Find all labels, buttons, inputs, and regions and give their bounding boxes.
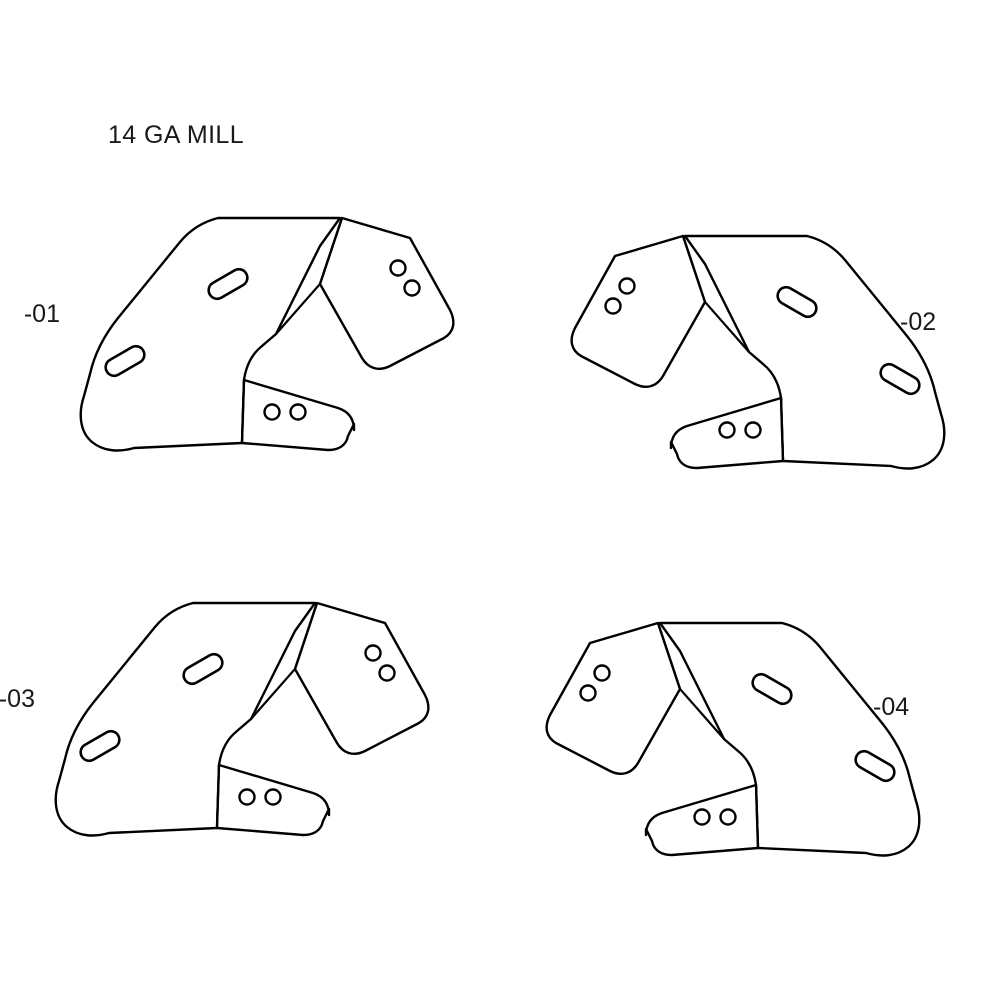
part-03-group[interactable]: -03 — [0, 601, 430, 837]
part-04-top-tab-hole-1 — [593, 664, 611, 682]
part-03-top-tab-outline — [293, 601, 430, 755]
part-01-top-tab-outline — [318, 216, 455, 370]
part-04-slot-lower — [854, 749, 896, 783]
part-02-bottom-tab-hole-2 — [718, 421, 736, 439]
part-02-top-tab-hole-1 — [618, 277, 636, 295]
part-04-bottom-tab-hole-2 — [693, 808, 711, 826]
part-03-top-bend-line — [249, 601, 319, 721]
part-04-top-tab-outline — [545, 621, 682, 775]
part-03-bottom-tab-hole-2 — [264, 788, 282, 806]
part-02-top-tab-outline — [570, 234, 707, 388]
part-03-bottom-tab-hole-1 — [238, 788, 256, 806]
part-02-group[interactable] — [570, 234, 946, 470]
part-01-top-tab-hole-1 — [389, 259, 407, 277]
part-01-bottom-tab-hole-1 — [263, 403, 281, 421]
part-03-slot-lower — [79, 729, 121, 763]
part-03-top-tab-hole-2 — [378, 664, 396, 682]
part-01-bottom-bend-line — [240, 378, 246, 445]
part-04-group[interactable] — [545, 621, 921, 857]
part-02-bottom-bend-line — [779, 396, 785, 463]
part-03-bottom-bend-line — [215, 763, 221, 830]
part-03-label: -03 — [0, 685, 35, 713]
part-03-slot-upper — [182, 652, 224, 686]
part-04-bottom-bend-line — [754, 783, 760, 850]
part-01-label: -01 — [24, 300, 60, 328]
part-02-slot-upper — [776, 285, 818, 319]
part-01-slot-upper — [207, 267, 249, 301]
part-02-body-outline — [683, 234, 946, 470]
part-01-top-bend-line — [274, 216, 344, 336]
part-04-slot-upper — [751, 672, 793, 706]
part-01-bottom-tab-hole-2 — [289, 403, 307, 421]
part-02-slot-lower — [879, 362, 921, 396]
part-01-body-outline — [79, 216, 342, 452]
part-02-top-tab-hole-2 — [604, 297, 622, 315]
part-01-top-tab-hole-2 — [403, 279, 421, 297]
part-01-slot-lower — [104, 344, 146, 378]
sheet-title: 14 GA MILL — [108, 121, 244, 149]
part-03-body-outline — [54, 601, 317, 837]
part-04-body-outline — [658, 621, 921, 857]
part-04-top-bend-line — [656, 621, 726, 741]
part-02-top-bend-line — [681, 234, 751, 354]
part-04-top-tab-hole-2 — [579, 684, 597, 702]
part-04-label: -04 — [873, 693, 909, 721]
part-04-bottom-tab-hole-1 — [719, 808, 737, 826]
part-03-top-tab-hole-1 — [364, 644, 382, 662]
part-02-bottom-tab-hole-1 — [744, 421, 762, 439]
part-02-label: -02 — [900, 308, 936, 336]
part-01-group[interactable]: -01 — [24, 216, 455, 452]
